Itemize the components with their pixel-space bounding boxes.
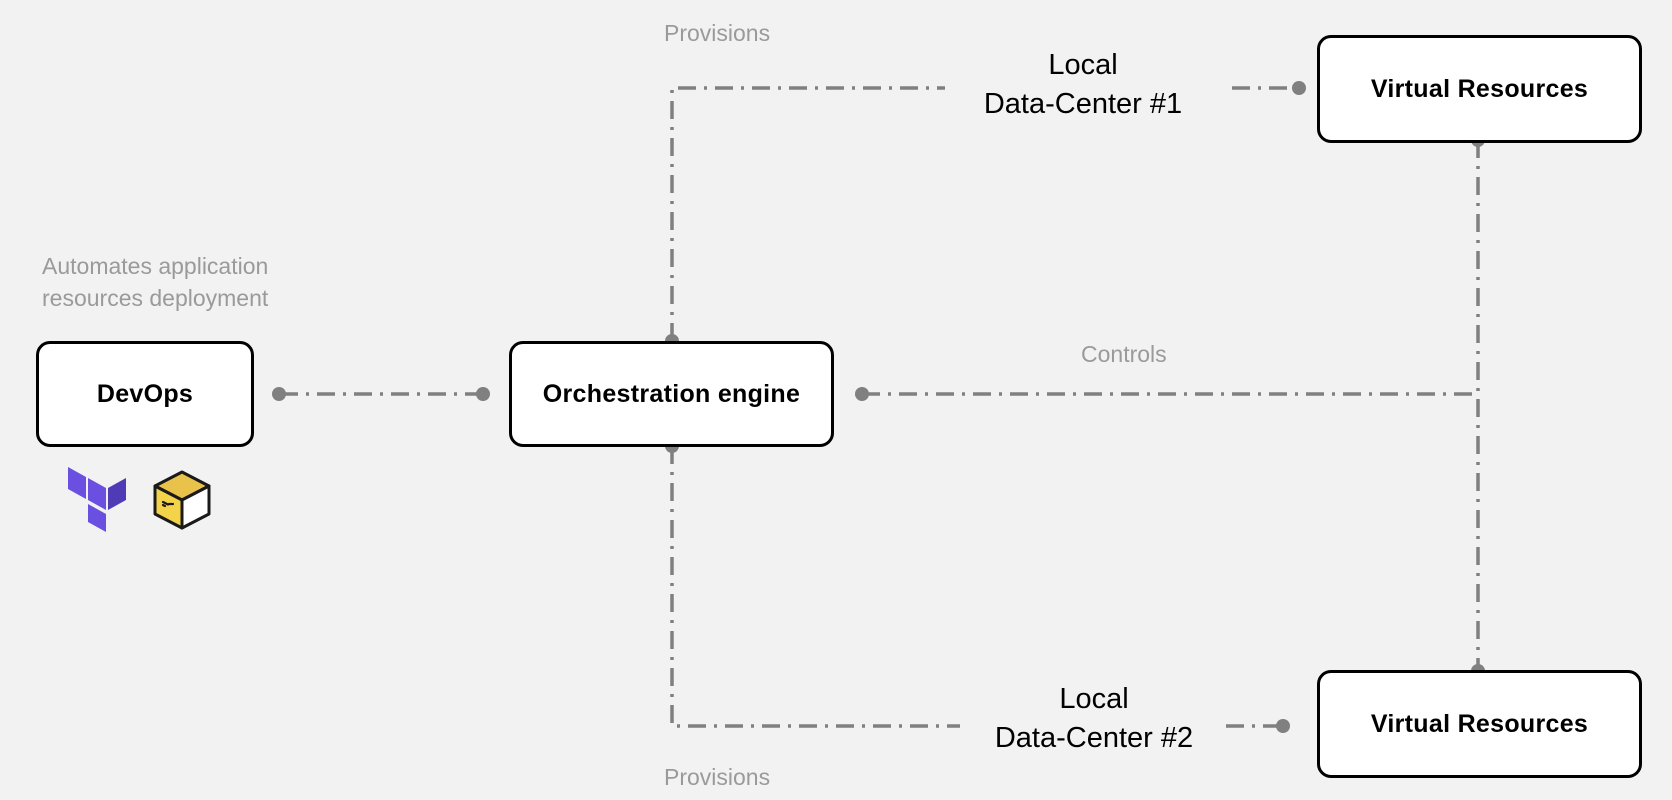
label-data-center-1-line1: Local	[1048, 49, 1118, 81]
connector-dot	[1276, 719, 1290, 733]
node-virtual-resources-bottom[interactable]: Virtual Resources	[1317, 670, 1642, 778]
label-data-center-2-line2: Data-Center #2	[994, 722, 1194, 754]
label-data-center-2-line1: Local	[1059, 683, 1129, 715]
connector-dot	[272, 387, 286, 401]
vagrant-box-icon	[153, 470, 211, 530]
annotation-automates-line1: Automates application	[42, 253, 269, 279]
connector-orchestration-dc1	[670, 86, 945, 341]
node-virtual-resources-top[interactable]: Virtual Resources	[1317, 35, 1642, 143]
connector-dot	[1292, 81, 1306, 95]
connector-orchestration-dc2	[670, 446, 960, 728]
label-provisions-top: Provisions	[664, 20, 771, 46]
label-controls: Controls	[1081, 341, 1167, 367]
node-devops[interactable]: DevOps	[36, 341, 254, 447]
label-provisions-bottom: Provisions	[664, 764, 771, 790]
connector-dot	[476, 387, 490, 401]
node-orchestration-engine[interactable]: Orchestration engine	[509, 341, 834, 447]
label-data-center-1-line2: Data-Center #1	[983, 88, 1183, 120]
label-data-center-1: Local Data-Center #1	[958, 46, 1208, 124]
terraform-icon	[68, 467, 126, 532]
connector-dot	[855, 387, 869, 401]
annotation-automates: Automates application resources deployme…	[42, 250, 268, 314]
annotation-automates-line2: resources deployment	[42, 285, 269, 311]
label-data-center-2: Local Data-Center #2	[969, 680, 1219, 758]
